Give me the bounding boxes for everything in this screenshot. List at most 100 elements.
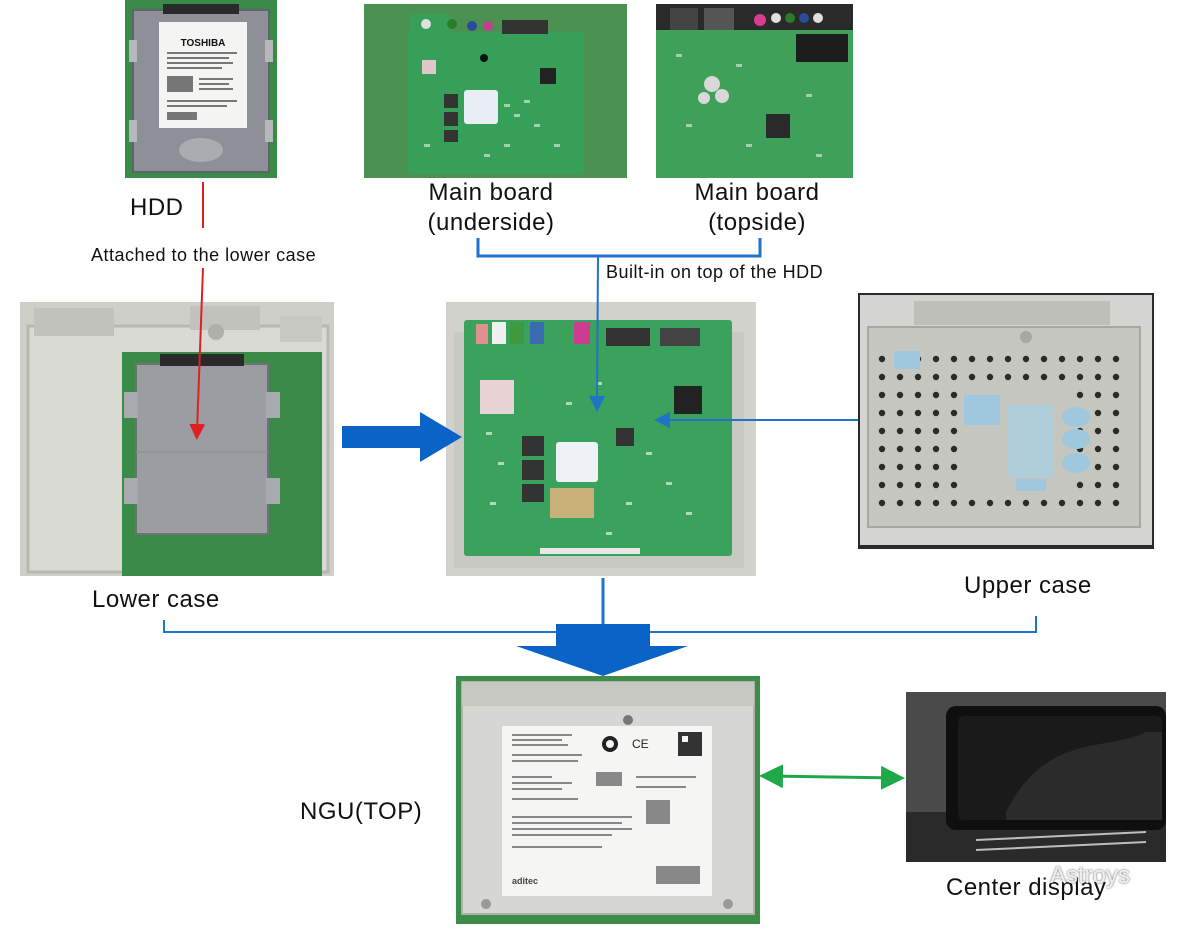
perforation-hole bbox=[1094, 409, 1102, 417]
perforation-hole bbox=[878, 391, 886, 399]
assembled-board-photo bbox=[446, 302, 756, 576]
perforation-hole bbox=[1022, 355, 1030, 363]
ngu-label: NGU(TOP) bbox=[300, 798, 423, 825]
perforation-hole bbox=[950, 499, 958, 507]
perforation-hole bbox=[950, 355, 958, 363]
lower-to-board-arrow bbox=[342, 412, 462, 462]
perforation-hole bbox=[878, 463, 886, 471]
perforation-hole bbox=[914, 481, 922, 489]
perforation-hole bbox=[896, 445, 904, 453]
perforation-hole bbox=[914, 463, 922, 471]
hdd-brand-text: TOSHIBA bbox=[181, 38, 226, 49]
attached-label: Attached to the lower case bbox=[89, 245, 319, 266]
perforation-hole bbox=[878, 445, 886, 453]
ngu-display-arrow bbox=[759, 764, 905, 790]
perforation-hole bbox=[896, 391, 904, 399]
perforation-hole bbox=[968, 499, 976, 507]
perforation-hole bbox=[950, 481, 958, 489]
perforation-hole bbox=[1076, 355, 1084, 363]
perforation-hole bbox=[1112, 355, 1120, 363]
perforation-hole bbox=[1004, 373, 1012, 381]
ngu-photo: CE aditec bbox=[456, 676, 760, 924]
perforation-hole bbox=[1094, 463, 1102, 471]
perforation-hole bbox=[932, 481, 940, 489]
perforation-hole bbox=[878, 373, 886, 381]
perforation-hole bbox=[1076, 391, 1084, 399]
perforation-hole bbox=[1112, 445, 1120, 453]
perforation-hole bbox=[932, 409, 940, 417]
perforation-hole bbox=[896, 373, 904, 381]
perforation-hole bbox=[914, 373, 922, 381]
perforation-hole bbox=[1112, 499, 1120, 507]
perforation-hole bbox=[914, 499, 922, 507]
perforation-hole bbox=[950, 409, 958, 417]
built-in-label: Built-in on top of the HDD bbox=[606, 262, 824, 282]
perforation-hole bbox=[1040, 499, 1048, 507]
perforation-hole bbox=[932, 427, 940, 435]
perforation-hole bbox=[932, 463, 940, 471]
perforation-hole bbox=[1076, 481, 1084, 489]
perforation-hole bbox=[896, 481, 904, 489]
to-ngu-arrow bbox=[516, 624, 688, 676]
watermark-text: Astroys bbox=[1050, 862, 1131, 889]
perforation-hole bbox=[1112, 427, 1120, 435]
perforation-hole bbox=[968, 373, 976, 381]
upper-case-merge-line bbox=[648, 616, 1037, 633]
ngu-maker-text: aditec bbox=[512, 876, 538, 886]
upper-case-label: Upper case bbox=[964, 572, 1092, 599]
perforation-hole bbox=[1004, 499, 1012, 507]
perforation-hole bbox=[968, 355, 976, 363]
perforation-hole bbox=[1076, 373, 1084, 381]
perforation-hole bbox=[932, 499, 940, 507]
lower-case-merge-line bbox=[163, 620, 560, 633]
main-board-topside-line2: (topside) bbox=[708, 209, 806, 236]
main-board-underside-line2: (underside) bbox=[427, 209, 555, 236]
perforation-hole bbox=[1094, 391, 1102, 399]
perforation-hole bbox=[1004, 355, 1012, 363]
perforation-hole bbox=[950, 463, 958, 471]
ngu-ce-text: CE bbox=[632, 737, 649, 751]
main-board-bracket bbox=[476, 238, 762, 258]
perforation-hole bbox=[914, 427, 922, 435]
perforation-hole bbox=[1058, 373, 1066, 381]
perforation-hole bbox=[1040, 355, 1048, 363]
perforation-hole bbox=[1112, 409, 1120, 417]
perforation-hole bbox=[950, 373, 958, 381]
perforation-hole bbox=[1094, 481, 1102, 489]
perforation-hole bbox=[878, 355, 886, 363]
lower-case-label: Lower case bbox=[92, 586, 220, 613]
perforation-hole bbox=[914, 391, 922, 399]
main-board-underside-line1: Main board bbox=[428, 179, 554, 206]
perforation-hole bbox=[896, 427, 904, 435]
perforation-hole bbox=[1094, 499, 1102, 507]
perforation-hole bbox=[1058, 499, 1066, 507]
upper-case-photo bbox=[858, 293, 1154, 549]
center-display-label: Center display bbox=[946, 874, 1107, 901]
hdd-photo: TOSHIBA bbox=[125, 0, 277, 178]
perforation-hole bbox=[1022, 373, 1030, 381]
perforation-hole bbox=[878, 427, 886, 435]
perforation-hole bbox=[950, 391, 958, 399]
perforation-hole bbox=[986, 499, 994, 507]
main-board-underside-photo bbox=[364, 4, 627, 178]
perforation-hole bbox=[1094, 355, 1102, 363]
perforation-hole bbox=[1094, 445, 1102, 453]
main-board-topside-label: Main board (topside) bbox=[664, 178, 850, 238]
perforation-hole bbox=[896, 409, 904, 417]
perforation-hole bbox=[896, 499, 904, 507]
perforation-hole bbox=[914, 445, 922, 453]
perforation-hole bbox=[878, 499, 886, 507]
perforation-hole bbox=[1040, 373, 1048, 381]
hdd-red-arrow-lower bbox=[189, 267, 206, 440]
perforation-hole bbox=[1094, 373, 1102, 381]
perforation-hole bbox=[986, 355, 994, 363]
perforation-hole bbox=[950, 427, 958, 435]
perforation-hole bbox=[1058, 355, 1066, 363]
perforation-hole bbox=[1112, 481, 1120, 489]
perforation-hole bbox=[932, 391, 940, 399]
perforation-hole bbox=[1022, 499, 1030, 507]
perforation-hole bbox=[932, 355, 940, 363]
perforation-hole bbox=[1112, 391, 1120, 399]
perforation-hole bbox=[878, 409, 886, 417]
